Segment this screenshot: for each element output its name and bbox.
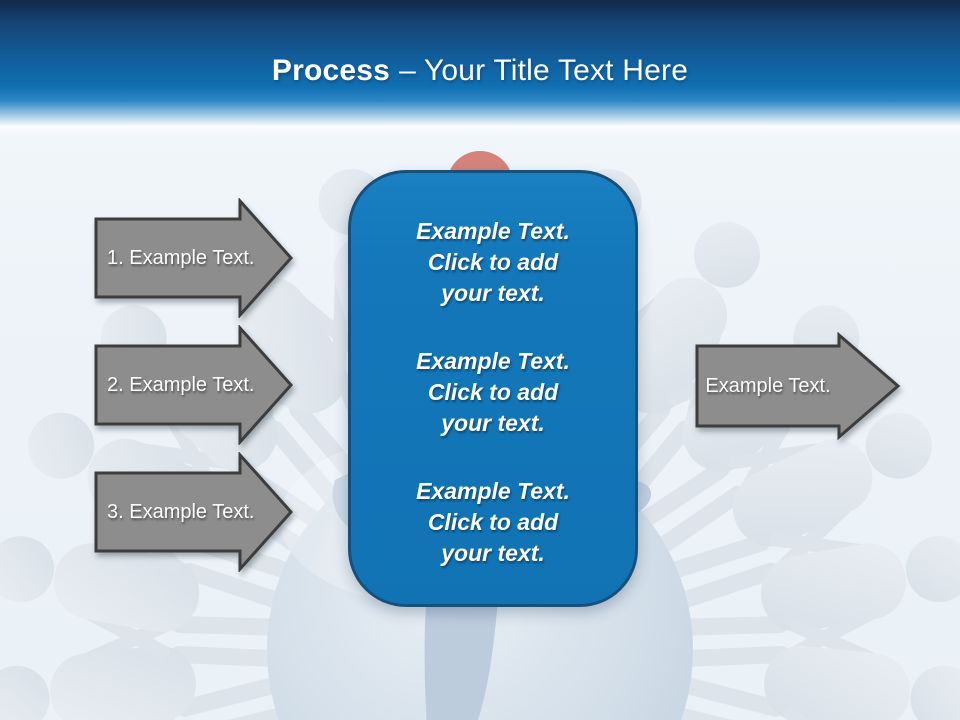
slide-title-subtitle: – Your Title Text Here	[399, 54, 689, 87]
slide-title-keyword: Process	[271, 54, 391, 87]
content-panel[interactable]: Example Text. Click to add your text. Ex…	[348, 170, 638, 607]
output-arrow-label: Example Text.	[705, 374, 831, 397]
content-panel-inner: Example Text. Click to add your text. Ex…	[351, 173, 635, 569]
right-arrow-shape-icon	[94, 324, 294, 446]
right-arrow-shape-icon	[695, 331, 901, 441]
step-arrow-2-label: 2. Example Text.	[107, 373, 255, 396]
step-arrow-1-label: 1. Example Text.	[107, 246, 255, 269]
slide-title: Process– Your Title Text Here	[0, 54, 960, 88]
right-arrow-shape-icon	[94, 451, 294, 573]
placeholder-text-3[interactable]: Example Text. Click to add your text.	[416, 478, 570, 566]
placeholder-text-1[interactable]: Example Text. Click to add your text.	[416, 218, 570, 306]
output-arrow[interactable]: Example Text.	[695, 331, 901, 441]
step-arrow-3[interactable]: 3. Example Text.	[94, 451, 294, 573]
title-bar: Process– Your Title Text Here	[0, 0, 960, 140]
right-arrow-shape-icon	[94, 197, 294, 319]
step-arrow-3-label: 3. Example Text.	[107, 500, 255, 523]
placeholder-text-2[interactable]: Example Text. Click to add your text.	[416, 348, 570, 436]
step-arrow-2[interactable]: 2. Example Text.	[94, 324, 294, 446]
step-arrow-1[interactable]: 1. Example Text.	[94, 197, 294, 319]
